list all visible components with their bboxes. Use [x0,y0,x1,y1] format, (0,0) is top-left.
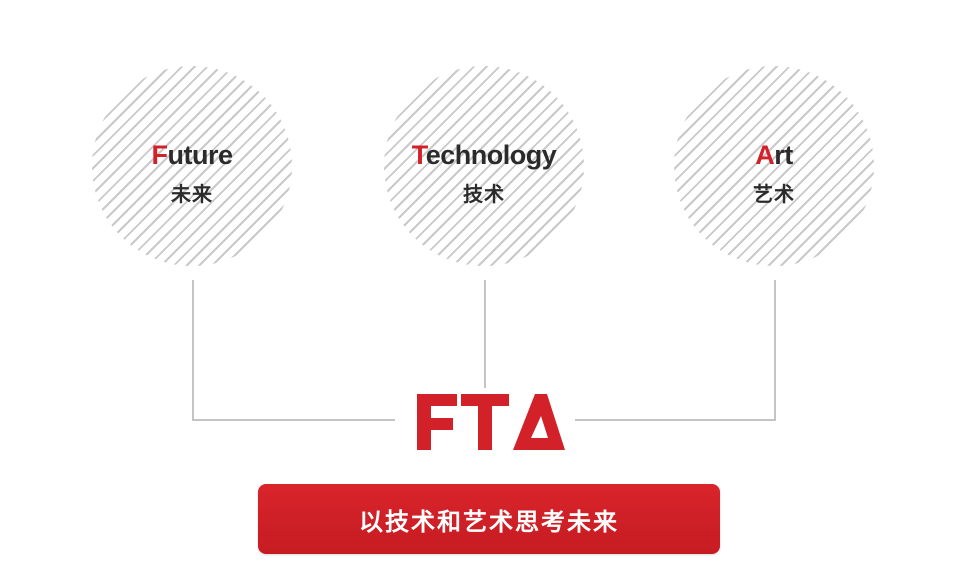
art-initial: A [755,140,775,170]
slogan-banner: 以技术和艺术思考未来 [258,484,720,554]
connector-left-horizontal [192,419,395,421]
future-subtitle: 未来 [171,182,213,206]
art-subtitle: 艺术 [753,182,795,206]
technology-title: Technology [384,140,584,171]
connector-left-vertical [192,280,194,420]
connector-right-vertical [774,280,776,420]
future-circle: Future 未来 [92,66,292,266]
fta-logo [417,394,565,450]
future-title: Future [92,140,292,171]
art-circle: Art 艺术 [674,66,874,266]
technology-circle: Technology 技术 [384,66,584,266]
slogan-text: 以技术和艺术思考未来 [359,507,619,536]
future-title-rest: uture [167,140,234,170]
technology-subtitle: 技术 [463,182,505,206]
technology-initial: T [411,140,427,170]
connector-center-vertical [484,280,486,388]
art-title-rest: rt [774,140,793,170]
technology-title-rest: echnology [425,140,557,170]
future-initial: F [151,140,169,170]
art-title: Art [674,140,874,171]
connector-right-horizontal [575,419,776,421]
